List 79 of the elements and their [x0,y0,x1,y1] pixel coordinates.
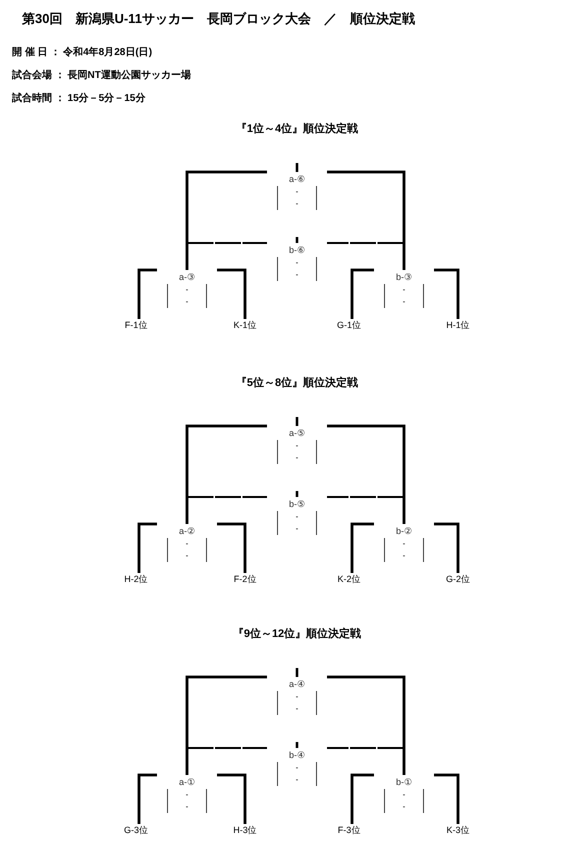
score-dash: - [294,775,300,784]
score-dash: - [294,453,300,462]
match-label: b-② [394,526,414,536]
score-dash: - [402,285,406,294]
team-label: H-1位 [433,319,483,331]
bracket-line [217,268,246,319]
bracket-line [138,268,157,319]
bracket-line [327,170,406,270]
score-dash: - [402,802,406,811]
match-label: b-③ [394,272,414,282]
bracket-line [186,242,267,270]
score-dash: - [402,551,406,560]
team-label: G-1位 [324,319,374,331]
score-dash: - [294,692,300,701]
score-dash: - [184,802,190,811]
score-dash: - [294,524,300,533]
bracket-line [186,747,267,775]
match-label: a-③ [178,272,196,282]
team-label: H-2位 [111,573,161,585]
match-label: b-⑤ [288,499,306,509]
team-label: G-3位 [111,824,161,836]
team-label: K-3位 [433,824,483,836]
title: 第30回 新潟県U-11サッカー 長岡ブロック大会 ／ 順位決定戦 [22,10,415,28]
bracket-line [186,676,267,775]
match-label: b-⑥ [288,245,306,255]
match-label: b-④ [288,750,306,760]
bracket-line [350,774,374,824]
bracket-line [327,242,405,270]
score-dash: - [294,441,300,450]
score-dash: - [184,285,190,294]
score-dash: - [294,270,300,279]
bracket-line [327,747,405,775]
match-label: a-① [178,777,196,787]
match-label: a-⑤ [288,428,306,438]
bracket-line [327,676,406,775]
score-dash: - [402,297,406,306]
bracket-line [434,774,460,824]
team-label: F-3位 [324,824,374,836]
score-dash: - [184,539,190,548]
info-line: 試合会場 ： 長岡NT運動公園サッカー場 [12,68,191,82]
info-line: 開 催 日 ： 令和4年8月28日(日) [12,46,152,59]
match-label: a-② [178,526,196,536]
section-heading: 『9位～12位』順位決定戦 [232,626,362,641]
bracket-line [350,268,374,319]
bracket-line [186,424,267,524]
score-dash: - [184,551,190,560]
bracket-line [138,774,157,824]
section-heading: 『5位～8位』順位決定戦 [236,376,358,390]
score-dash: - [402,539,406,548]
bracket-line [327,496,405,524]
bracket-line [217,774,246,824]
score-dash: - [294,512,300,521]
team-label: K-1位 [220,319,270,331]
bracket-line [186,170,267,270]
bracket-line [434,268,460,319]
match-label: a-⑥ [288,174,306,184]
score-dash: - [294,199,300,208]
team-label: F-2位 [220,573,270,585]
team-label: K-2位 [324,573,374,585]
team-label: F-1位 [111,319,161,331]
bracket-line [327,424,406,524]
match-label: a-④ [288,679,306,689]
score-dash: - [402,790,406,799]
score-dash: - [294,704,300,713]
bracket-line [217,522,246,573]
team-label: G-2位 [433,573,483,585]
score-dash: - [184,790,190,799]
score-dash: - [294,258,300,267]
bracket-line [186,496,267,524]
score-dash: - [184,297,190,306]
score-dash: - [294,187,300,196]
bracket-line [434,522,460,573]
bracket-line [350,522,374,573]
info-line: 試合時間 ： 15分－5分－15分 [12,92,146,105]
section-heading: 『1位～4位』順位決定戦 [236,122,358,136]
score-dash: - [294,763,300,772]
match-label: b-① [394,777,414,787]
bracket-line [138,522,157,573]
team-label: H-3位 [220,824,270,836]
